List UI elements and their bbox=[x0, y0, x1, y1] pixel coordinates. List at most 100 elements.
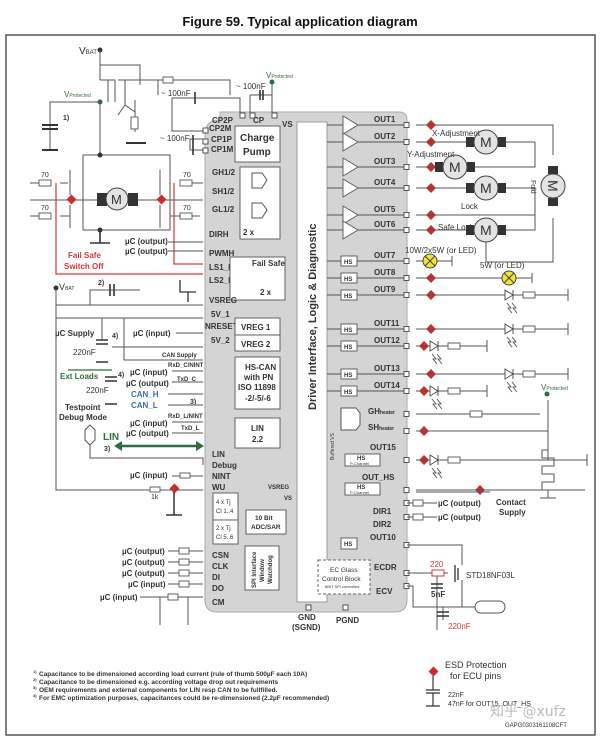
h-bridge-wiring bbox=[82, 154, 171, 231]
led-icon bbox=[429, 340, 439, 352]
hs-pchannel-out15 bbox=[344, 453, 381, 467]
pin-csn: CSN bbox=[212, 551, 229, 560]
motor-terminal bbox=[466, 225, 474, 235]
adc-label-1: 10 Bit bbox=[255, 515, 274, 522]
pin-pad bbox=[403, 164, 410, 170]
pin-pad bbox=[342, 604, 349, 611]
resistor bbox=[522, 291, 536, 299]
rxd-l-label: RxD_L/NINT bbox=[168, 414, 203, 420]
pin-pad bbox=[403, 212, 410, 218]
pin-pad bbox=[403, 343, 410, 349]
note-2: 2) bbox=[98, 280, 104, 287]
tj1-label-2: Cl 1..4 bbox=[216, 509, 234, 515]
resistor bbox=[469, 410, 483, 418]
hs-label: HS bbox=[344, 373, 352, 379]
can-label-1: HS-CAN bbox=[245, 363, 276, 372]
cap-100nf-1: ~ 100nF bbox=[161, 89, 191, 98]
r70-label: 70 bbox=[183, 205, 191, 212]
uc-input-rxd-c: µC (input) bbox=[130, 368, 168, 377]
hs-switch bbox=[340, 340, 358, 352]
resistor bbox=[447, 387, 461, 395]
gate-driver-symbol bbox=[251, 172, 268, 219]
testpoint-label-2: Debug Mode bbox=[59, 413, 108, 422]
spi-label-1: SPI Interface bbox=[252, 551, 258, 588]
pin-pad bbox=[202, 138, 209, 145]
led-icon bbox=[504, 323, 514, 335]
ground-symbol bbox=[166, 492, 182, 516]
vprot-node-cp bbox=[269, 79, 275, 85]
pin-pad bbox=[403, 411, 410, 417]
resistor-1k bbox=[149, 486, 161, 493]
spi-block bbox=[244, 545, 280, 591]
hs-pchannel-ouths bbox=[344, 482, 381, 496]
supply-wiring bbox=[55, 288, 203, 491]
pin-5v2: 5V_2 bbox=[211, 336, 230, 345]
tj1-label-1: 4 x Tj bbox=[216, 500, 231, 506]
ext-loads-label: Ext Loads bbox=[60, 372, 99, 381]
gnd-label: GND bbox=[298, 613, 316, 622]
resistor bbox=[178, 569, 190, 577]
vreg2-label: VREG 2 bbox=[241, 340, 271, 349]
hs-label: HS bbox=[344, 294, 352, 300]
testpoint-symbol bbox=[84, 424, 96, 446]
hs-label: HS bbox=[344, 390, 352, 396]
r1k-label: 1k bbox=[151, 494, 159, 501]
pin-out15: OUT15 bbox=[370, 443, 396, 452]
pin-cp: CP bbox=[253, 116, 265, 125]
pin-nreset: NRESET bbox=[205, 322, 238, 331]
logic-column bbox=[296, 121, 328, 603]
pin-dir2: DIR2 bbox=[373, 520, 392, 529]
motor-terminal bbox=[97, 193, 107, 206]
mosfet-symbols bbox=[30, 170, 203, 228]
motor-label: M bbox=[480, 134, 492, 150]
motor bbox=[540, 173, 566, 199]
vbat-label-2: VBAT bbox=[59, 282, 74, 292]
note-4a: 4) bbox=[112, 333, 118, 340]
resistor bbox=[522, 370, 536, 378]
motor-terminal bbox=[435, 162, 443, 172]
resistor bbox=[178, 580, 190, 588]
uc-output-txd-l: µC (output) bbox=[126, 429, 169, 438]
hs-label: HS bbox=[344, 260, 352, 266]
pin-pad bbox=[403, 139, 410, 145]
pin-out5: OUT5 bbox=[374, 205, 396, 214]
uc-output-csn: µC (output) bbox=[122, 547, 165, 556]
vbat-label: VBAT bbox=[79, 46, 97, 57]
charge-pump-label-2: Pump bbox=[243, 147, 271, 158]
pin-pad bbox=[403, 487, 410, 493]
txd-l-label: TxD_L bbox=[181, 426, 200, 432]
motor-terminal bbox=[498, 225, 506, 235]
uc-output-dir2: µC (output) bbox=[438, 513, 481, 522]
output-buffer bbox=[327, 132, 405, 152]
motor-terminal bbox=[548, 198, 558, 206]
capacitor-symbols bbox=[192, 90, 264, 155]
fail-safe-lines bbox=[55, 183, 203, 275]
motor-label: M bbox=[449, 159, 461, 175]
hs-switch bbox=[340, 323, 358, 335]
mosfet-label: STD18NF03L bbox=[466, 571, 515, 580]
pin-out-hs: OUT_HS bbox=[362, 473, 395, 482]
pin-wu: WU bbox=[212, 483, 226, 492]
y-adjustment-label: Y-Adjustment bbox=[407, 150, 455, 159]
resistor-70 bbox=[38, 179, 52, 187]
fail-safe-mult: 2 x bbox=[260, 288, 272, 297]
uc-output-txd-c: µC (output) bbox=[126, 379, 169, 388]
hs-label: HS bbox=[344, 542, 352, 548]
pin-pwmh: PWMH bbox=[209, 249, 235, 258]
node bbox=[97, 152, 103, 158]
charge-pump-wiring bbox=[171, 80, 273, 151]
footnote-1: Capacitance to be dimensioned according … bbox=[39, 671, 307, 678]
vprot-label-heater: VProtected bbox=[541, 383, 568, 392]
vreg2-block bbox=[234, 334, 281, 352]
hs-out10 bbox=[340, 537, 358, 550]
pin-out6: OUT6 bbox=[374, 220, 396, 229]
resistor bbox=[162, 76, 174, 84]
uc-input-nint: µC (input) bbox=[130, 471, 168, 480]
hs-switch bbox=[340, 385, 358, 397]
can-h-label: CAN_H bbox=[131, 390, 159, 399]
lamp2-label: 5W (or LED) bbox=[480, 261, 525, 270]
c5nf-label: 5nF bbox=[431, 590, 445, 599]
pin-sh12: SH1/2 bbox=[212, 187, 235, 196]
pin-pad bbox=[202, 147, 209, 154]
